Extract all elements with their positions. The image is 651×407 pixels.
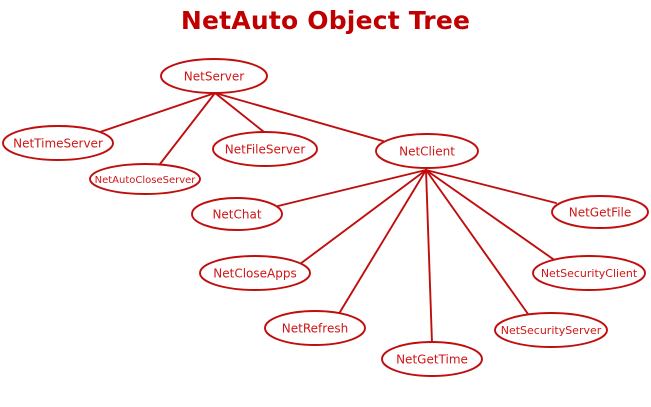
node-ellipse-netsecurityclient[interactable] (532, 255, 646, 291)
tree-node-netgetfile[interactable]: NetGetFile (551, 195, 649, 229)
node-ellipse-netclient[interactable] (375, 133, 479, 169)
node-label-netclient: NetClient (399, 145, 455, 159)
edges-layer (99, 92, 557, 344)
tree-node-netserver[interactable]: NetServer (160, 58, 268, 94)
tree-node-netautocloseserver[interactable]: NetAutoCloseServer (89, 163, 201, 195)
node-label-netcloseapps: NetCloseApps (213, 267, 296, 281)
node-ellipse-netgetfile[interactable] (551, 195, 649, 229)
tree-edge-netserver-to-netclient (214, 92, 384, 142)
tree-edge-netserver-to-netfileserver (214, 92, 265, 133)
tree-edge-netclient-to-netchat (277, 169, 427, 207)
tree-node-netsecurityclient[interactable]: NetSecurityClient (532, 255, 646, 291)
node-label-netsecurityserver: NetSecurityServer (501, 324, 602, 337)
node-ellipse-netautocloseserver[interactable] (89, 163, 201, 195)
tree-node-netchat[interactable]: NetChat (191, 197, 283, 231)
node-label-netrefresh: NetRefresh (282, 322, 348, 336)
tree-edge-netclient-to-netsecurityserver (425, 169, 529, 315)
node-label-netgetfile: NetGetFile (569, 206, 632, 220)
node-label-nettimeserver: NetTimeServer (13, 137, 103, 151)
node-label-netfileserver: NetFileServer (225, 143, 306, 157)
node-ellipse-netrefresh[interactable] (264, 310, 366, 346)
tree-edge-netclient-to-netcloseapps (299, 169, 427, 265)
tree-edge-netclient-to-netrefresh (339, 169, 427, 313)
node-label-netgettime: NetGetTime (396, 353, 468, 367)
node-ellipse-netserver[interactable] (160, 58, 268, 94)
node-ellipse-netgettime[interactable] (381, 341, 483, 377)
tree-node-nettimeserver[interactable]: NetTimeServer (2, 125, 114, 161)
node-label-netsecurityclient: NetSecurityClient (541, 267, 638, 280)
tree-node-netfileserver[interactable]: NetFileServer (212, 131, 318, 167)
tree-node-netgettime[interactable]: NetGetTime (381, 341, 483, 377)
tree-node-netsecurityserver[interactable]: NetSecurityServer (494, 312, 608, 348)
node-label-netchat: NetChat (212, 208, 261, 222)
nodes-layer: NetServerNetTimeServerNetAutoCloseServer… (2, 58, 649, 377)
tree-edge-netserver-to-netautocloseserver (159, 92, 216, 165)
tree-node-netrefresh[interactable]: NetRefresh (264, 310, 366, 346)
page-title: NetAuto Object Tree (180, 6, 471, 35)
tree-edge-netserver-to-nettimeserver (99, 92, 216, 133)
tree-edge-netclient-to-netsecurityclient (425, 169, 554, 260)
node-label-netserver: NetServer (184, 70, 244, 84)
tree-node-netcloseapps[interactable]: NetCloseApps (199, 255, 311, 291)
node-ellipse-netcloseapps[interactable] (199, 255, 311, 291)
tree-edge-netclient-to-netgettime (425, 169, 433, 344)
node-ellipse-netchat[interactable] (191, 197, 283, 231)
node-ellipse-netfileserver[interactable] (212, 131, 318, 167)
node-label-netautocloseserver: NetAutoCloseServer (95, 175, 197, 186)
node-ellipse-netsecurityserver[interactable] (494, 312, 608, 348)
node-ellipse-nettimeserver[interactable] (2, 125, 114, 161)
tree-node-netclient[interactable]: NetClient (375, 133, 479, 169)
tree-edge-netclient-to-netgetfile (425, 169, 557, 204)
